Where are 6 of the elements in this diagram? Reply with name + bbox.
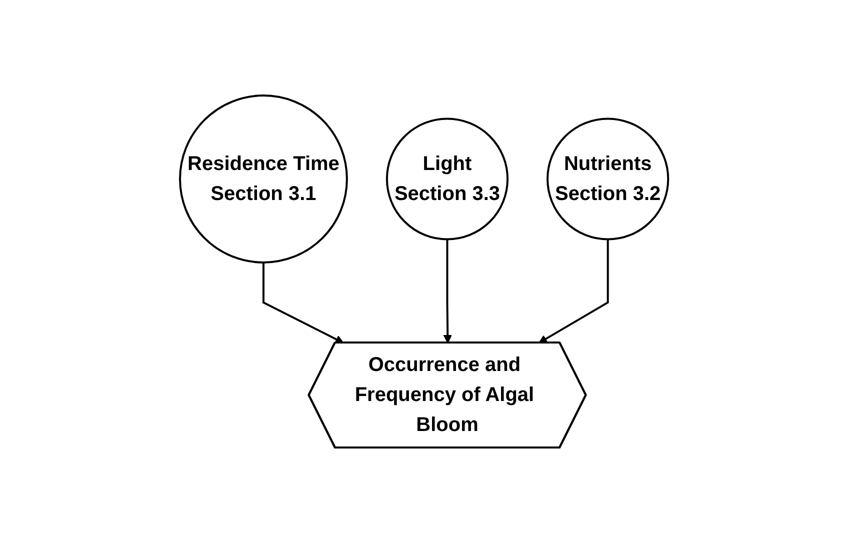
node-circle: Light Section 3.3 — [386, 118, 508, 240]
arrow — [443, 239, 452, 344]
arrow — [538, 239, 609, 344]
node-circle: Residence Time Section 3.1 — [178, 94, 348, 264]
node-circle: Nutrients Section 3.2 — [546, 118, 670, 240]
arrow — [262, 262, 344, 344]
